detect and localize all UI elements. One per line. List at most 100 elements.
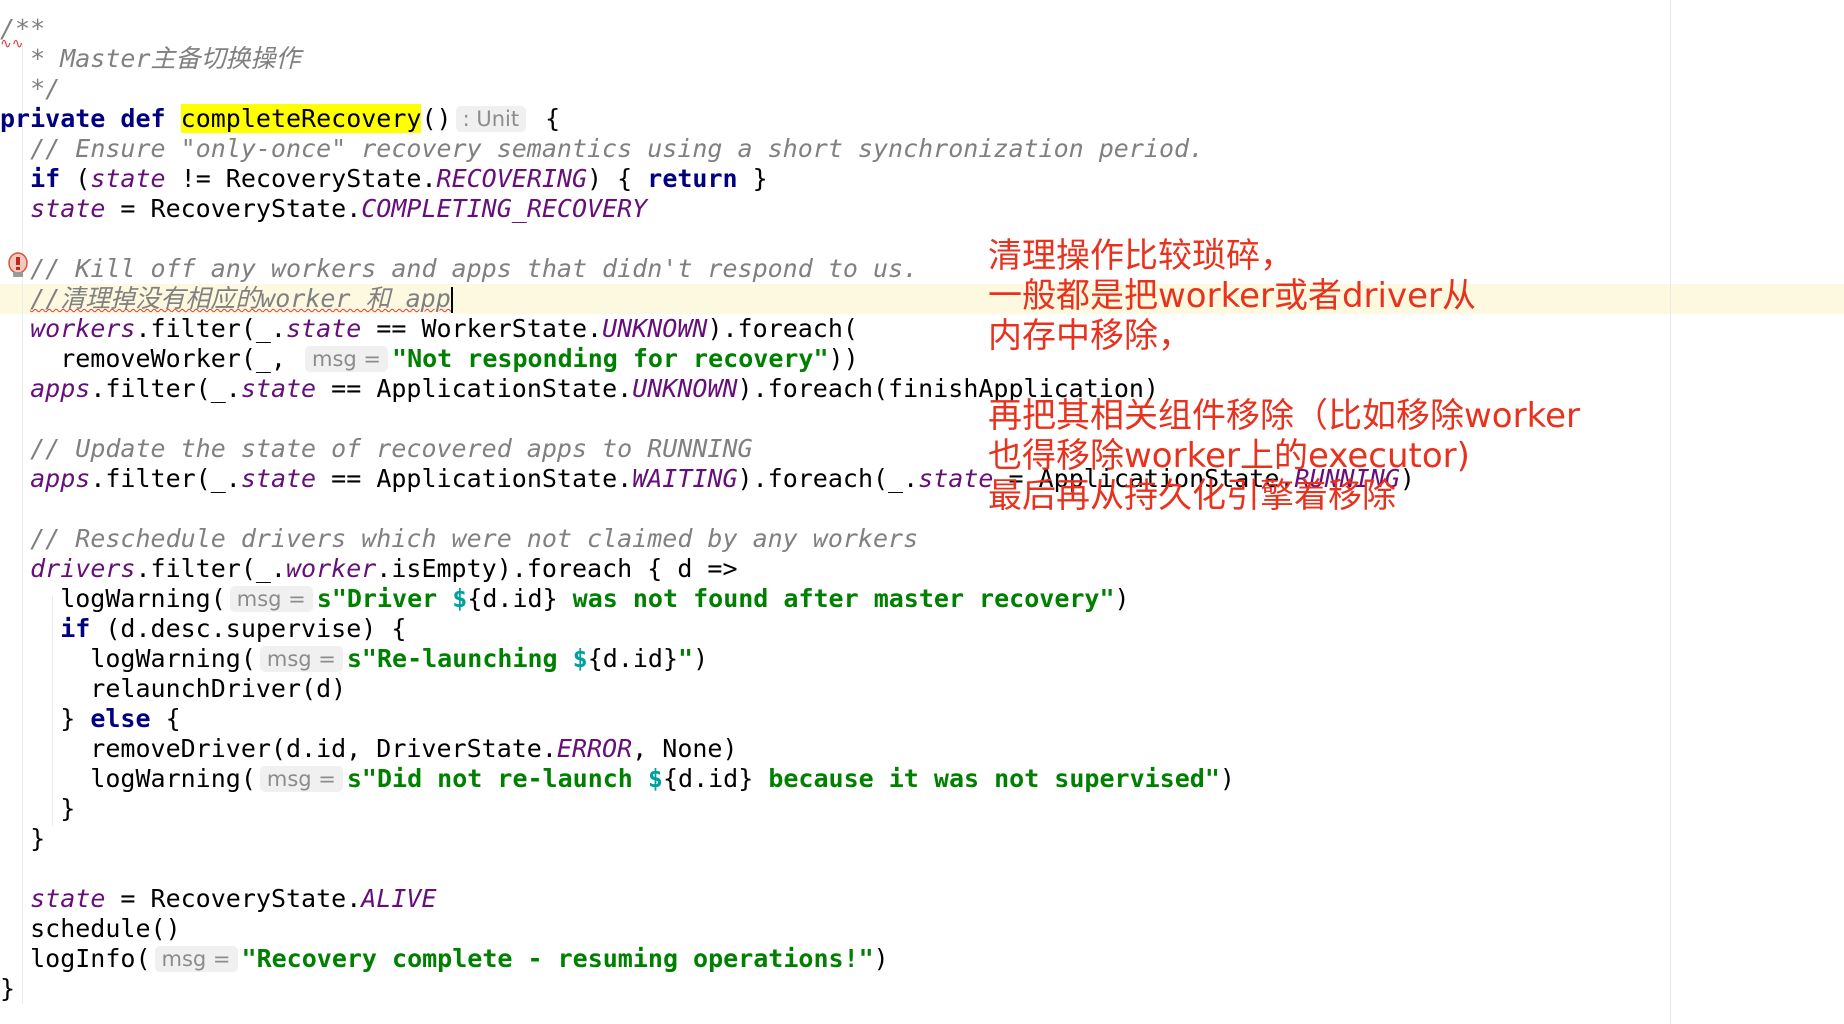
code-token: = RecoveryState. (105, 884, 362, 913)
code-token: workers (30, 314, 136, 343)
code-token: UNKNOWN (632, 374, 738, 403)
code-line[interactable]: apps.filter(_.state == ApplicationState.… (0, 464, 1415, 494)
code-line[interactable]: workers.filter(_.state == WorkerState.UN… (0, 314, 1415, 344)
code-token: {d.id} (467, 584, 558, 613)
code-token: = RecoveryState. (105, 194, 362, 223)
annotation-line: 再把其相关组件移除（比如移除worker (988, 396, 1580, 436)
code-token (0, 194, 30, 223)
code-line[interactable]: if (d.desc.supervise) { (0, 614, 1415, 644)
current-line-highlight (0, 284, 1844, 314)
code-token: s"Driver (316, 584, 453, 613)
code-line[interactable]: state = RecoveryState.COMPLETING_RECOVER… (0, 194, 1415, 224)
code-token: state (30, 884, 106, 913)
code-token: $ (452, 584, 468, 613)
code-line[interactable]: } else { (0, 704, 1415, 734)
code-line[interactable]: // Reschedule drivers which were not cla… (0, 524, 1415, 554)
code-token (0, 554, 30, 583)
code-token: , None) (632, 734, 738, 763)
code-line[interactable]: state = RecoveryState.ALIVE (0, 884, 1415, 914)
code-token: ) { (587, 164, 648, 193)
code-line[interactable]: // Update the state of recovered apps to… (0, 434, 1415, 464)
code-line[interactable]: logWarning(msg =s"Re-launching ${d.id}") (0, 644, 1415, 674)
parameter-hint: : Unit (455, 106, 527, 132)
code-token: completeRecovery (180, 104, 422, 133)
parameter-hint: msg = (305, 346, 389, 372)
code-token: logInfo( (0, 944, 151, 973)
code-token: .isEmpty).foreach { d => (376, 554, 738, 583)
code-token: drivers (30, 554, 136, 583)
lightbulb-error-icon[interactable] (6, 252, 30, 282)
code-line[interactable]: logWarning(msg =s"Driver ${d.id} was not… (0, 584, 1415, 614)
code-token: " (678, 644, 694, 673)
code-token: private (0, 104, 106, 133)
code-token: { (530, 104, 561, 133)
parameter-hint: msg = (259, 646, 343, 672)
code-token: state (918, 464, 994, 493)
code-line[interactable]: } (0, 974, 1415, 1004)
code-token: COMPLETING_RECOVERY (361, 194, 648, 223)
code-token: s"Re-launching (346, 644, 573, 673)
code-line[interactable]: relaunchDriver(d) (0, 674, 1415, 704)
code-line[interactable]: } (0, 794, 1415, 824)
annotation-line: 清理操作比较琐碎， (988, 236, 1294, 276)
code-token: ) (693, 644, 709, 673)
code-token: RECOVERING (436, 164, 588, 193)
annotation-line (988, 356, 1580, 396)
text-caret (450, 287, 453, 313)
code-token: ).foreach(finishApplication) (737, 374, 1159, 403)
spell-error-marker: ∿∿ (0, 36, 24, 52)
code-token: () (421, 104, 452, 133)
code-token: s"Did not re-launch (346, 764, 648, 793)
code-token: ) (873, 944, 889, 973)
code-token: ).foreach( (707, 314, 858, 343)
code-token: */ (0, 74, 61, 103)
code-token: else (90, 704, 151, 733)
annotation-line: 内存中移除， (988, 316, 1192, 356)
code-token: // Kill off any workers and apps that di… (30, 254, 919, 283)
code-token: return (647, 164, 738, 193)
code-token: state (240, 374, 317, 403)
code-token: ) (1114, 584, 1130, 613)
code-line[interactable]: logInfo(msg ="Recovery complete - resumi… (0, 944, 1415, 974)
code-line[interactable]: schedule() (0, 914, 1415, 944)
code-token (0, 164, 30, 193)
code-line[interactable]: */ (0, 74, 1415, 104)
code-line[interactable]: private def completeRecovery(): Unit { (0, 104, 1415, 134)
code-line[interactable]: drivers.filter(_.worker.isEmpty).foreach… (0, 554, 1415, 584)
indent-guide (22, 44, 23, 1004)
code-token (0, 314, 30, 343)
code-token: logWarning( (0, 584, 226, 613)
code-line[interactable]: apps.filter(_.state == ApplicationState.… (0, 374, 1415, 404)
code-token: schedule() (0, 914, 181, 943)
code-line[interactable]: if (state != RecoveryState.RECOVERING) {… (0, 164, 1415, 194)
code-line[interactable]: removeWorker(_, msg ="Not responding for… (0, 344, 1415, 374)
code-token: UNKNOWN (602, 314, 708, 343)
code-line[interactable]: logWarning(msg =s"Did not re-launch ${d.… (0, 764, 1415, 794)
code-token (0, 434, 30, 463)
code-token: .filter(_. (135, 314, 286, 343)
code-token: } (737, 164, 768, 193)
code-token: /** (0, 14, 46, 43)
code-token: apps (30, 374, 91, 403)
code-line[interactable]: * Master主备切换操作 (0, 44, 1415, 74)
code-line[interactable]: removeDriver(d.id, DriverState.ERROR, No… (0, 734, 1415, 764)
code-token (0, 614, 60, 643)
code-token (0, 464, 30, 493)
code-token: {d.id} (587, 644, 679, 673)
code-token: } (0, 974, 16, 1003)
code-line[interactable]: //清理掉没有相应的worker 和 app (0, 284, 1415, 314)
code-line[interactable]: } (0, 824, 1415, 854)
code-line[interactable] (0, 854, 1415, 884)
indent-guide (52, 596, 53, 826)
code-token: ) (1219, 764, 1235, 793)
code-line[interactable]: /** (0, 14, 1415, 44)
parameter-hint: msg = (154, 946, 238, 972)
code-line[interactable]: // Kill off any workers and apps that di… (0, 254, 1415, 284)
code-token: if (30, 164, 61, 193)
code-area[interactable]: /** * Master主备切换操作 */private def complet… (0, 14, 1415, 1004)
annotation-line: 也得移除worker上的executor) (988, 436, 1470, 476)
code-token: (d.desc.supervise) { (90, 614, 407, 643)
code-token: logWarning( (0, 644, 256, 673)
code-line[interactable]: // Ensure "only-once" recovery semantics… (0, 134, 1415, 164)
